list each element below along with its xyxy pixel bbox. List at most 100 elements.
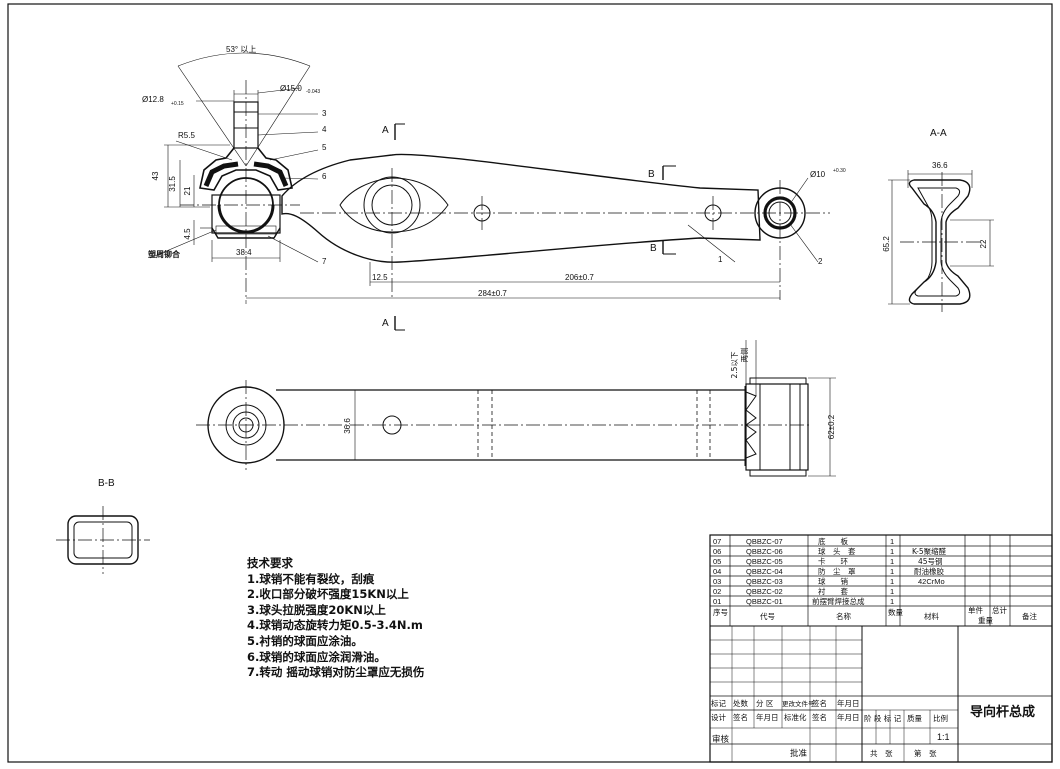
- svg-text:1: 1: [890, 537, 894, 546]
- svg-text:衬 套: 衬 套: [818, 586, 848, 596]
- bom-row: 04 QBBZC-04 防 尘 罩 1 耐油橡胶: [713, 566, 944, 576]
- tb-stage: 阶 段 标 记: [864, 713, 902, 723]
- bom-row: 02 QBBZC-02 衬 套 1: [713, 586, 894, 596]
- leader-1: 1: [718, 255, 723, 264]
- bom-row: 07 QBBZC-07 底 板 1: [713, 536, 894, 546]
- dim-4-5: 4.5: [183, 228, 192, 240]
- svg-text:1: 1: [890, 547, 894, 556]
- aa-dim-web: 22: [979, 239, 988, 248]
- tb-date2: 年月日: [756, 712, 779, 722]
- section-b-bottom: B: [650, 243, 657, 254]
- svg-text:QBBZC-06: QBBZC-06: [746, 547, 783, 556]
- dim-21: 21: [183, 186, 192, 195]
- svg-text:06: 06: [713, 547, 721, 556]
- dia-12-8: Ø12.8: [142, 95, 164, 104]
- tb-sign: 签名: [812, 698, 827, 708]
- svg-text:总计: 总计: [992, 605, 1007, 615]
- dia-12-8-tol: +0.15: [171, 101, 184, 107]
- leader-6: 6: [322, 172, 327, 181]
- leader-4: 4: [322, 125, 327, 134]
- svg-text:球 销: 球 销: [818, 576, 848, 586]
- dim-43: 43: [151, 171, 160, 180]
- svg-text:球 头 套: 球 头 套: [818, 546, 856, 556]
- tb-review: 审核: [712, 734, 730, 745]
- section-a-a: A-A 36.6 65.2 22: [882, 128, 994, 312]
- dia-15: Ø15.0: [280, 84, 302, 93]
- svg-text:耐油橡胶: 耐油橡胶: [914, 566, 944, 576]
- dim-284: 284±0.7: [478, 289, 507, 298]
- section-b-top: B: [648, 169, 655, 180]
- svg-text:1: 1: [890, 597, 894, 606]
- note-item: 3.球头拉脱强度20KN以上: [247, 602, 386, 617]
- tb-count: 处数: [733, 698, 748, 708]
- svg-text:1: 1: [890, 567, 894, 576]
- tb-approve: 批准: [790, 748, 808, 759]
- svg-text:01: 01: [713, 597, 721, 606]
- title-block: 07 QBBZC-07 底 板 1 06 QBBZC-06 球 头 套 1 K-…: [709, 534, 1053, 763]
- technical-requirements: 技术要求 1.球销不能有裂纹，刮痕 2.收口部分破坏强度15KN以上 3.球头拉…: [247, 556, 424, 681]
- drawing-title: 导向杆总成: [970, 704, 1035, 720]
- svg-text:重量: 重量: [978, 616, 993, 625]
- ball-joint-detail: 53° 以上 43 31.5 21 4.5 38.4 塑周铆合: [142, 45, 327, 300]
- tb-date: 年月日: [837, 698, 860, 708]
- seal-label: 塑周铆合: [148, 249, 181, 259]
- svg-text:代号: 代号: [760, 611, 775, 621]
- bom-row: 01 QBBZC-01 前摆臂焊接总成 1: [713, 596, 894, 606]
- leader-5: 5: [322, 143, 327, 152]
- section-aa-title: A-A: [930, 128, 947, 139]
- leader-3: 3: [322, 109, 327, 118]
- dim-206: 206±0.7: [565, 273, 594, 282]
- section-b-b: B-B: [56, 478, 150, 574]
- arm-bottom-view: 36.6 62±0.2 2.5以下 两侧: [196, 340, 836, 477]
- svg-text:前摆臂焊接总成: 前摆臂焊接总成: [812, 596, 865, 606]
- section-a-bottom: A: [382, 318, 389, 329]
- dim-31-5: 31.5: [168, 176, 177, 192]
- svg-text:数量: 数量: [888, 607, 903, 617]
- bottom-dim-62: 62±0.2: [827, 414, 836, 439]
- note-item: 2.收口部分破坏强度15KN以上: [247, 587, 409, 602]
- svg-text:防 尘 罩: 防 尘 罩: [818, 566, 856, 576]
- dia-10-tol: +0.30: [833, 168, 846, 174]
- tb-mark: 标记: [711, 698, 726, 708]
- svg-text:卡 环: 卡 环: [818, 556, 848, 566]
- bom-row: 05 QBBZC-05 卡 环 1 45号钢: [713, 556, 943, 566]
- svg-text:07: 07: [713, 537, 721, 546]
- tb-zone: 分 区: [756, 699, 774, 708]
- svg-text:QBBZC-02: QBBZC-02: [746, 587, 783, 596]
- bottom-dim-2-5: 2.5以下: [730, 351, 739, 378]
- section-bb-title: B-B: [98, 478, 115, 489]
- svg-text:03: 03: [713, 577, 721, 586]
- aa-dim-height: 65.2: [882, 236, 891, 252]
- svg-text:材料: 材料: [924, 611, 939, 621]
- svg-text:QBBZC-04: QBBZC-04: [746, 567, 783, 576]
- note-item: 7.转动 摇动球销对防尘罩应无损伤: [247, 665, 425, 680]
- tb-date3: 年月日: [837, 712, 860, 722]
- svg-text:名称: 名称: [836, 611, 851, 621]
- bottom-dim-two-sides: 两侧: [739, 348, 749, 363]
- tb-mass: 质量: [907, 713, 922, 723]
- svg-text:05: 05: [713, 557, 721, 566]
- tb-scale: 1:1: [937, 732, 950, 742]
- tb-sheet-no: 第 张: [914, 748, 937, 758]
- dia-10: Ø10: [810, 170, 826, 179]
- svg-text:单件: 单件: [968, 605, 983, 615]
- bom-row: 03 QBBZC-03 球 销 1 42CrMo: [713, 576, 945, 586]
- dim-12-5: 12.5: [372, 273, 388, 282]
- svg-text:QBBZC-07: QBBZC-07: [746, 537, 783, 546]
- note-item: 4.球销动态旋转力矩0.5-3.4N.m: [247, 618, 423, 633]
- tb-std: 标准化: [784, 712, 807, 722]
- radius-r5-5: R5.5: [178, 131, 195, 140]
- svg-text:K-5聚缩醛: K-5聚缩醛: [912, 546, 947, 556]
- note-item: 1.球销不能有裂纹，刮痕: [247, 571, 375, 586]
- angle-label: 53° 以上: [226, 45, 256, 54]
- tb-doc: 更改文件号: [782, 699, 815, 708]
- svg-text:42CrMo: 42CrMo: [918, 577, 945, 586]
- section-a-top: A: [382, 125, 389, 136]
- dia-15-tol: -0.043: [306, 89, 320, 95]
- aa-dim-width: 36.6: [932, 161, 948, 170]
- svg-text:序号: 序号: [713, 607, 728, 617]
- svg-text:QBBZC-03: QBBZC-03: [746, 577, 783, 586]
- svg-text:1: 1: [890, 557, 894, 566]
- tb-sign2: 签名: [733, 712, 748, 722]
- svg-text:04: 04: [713, 567, 721, 576]
